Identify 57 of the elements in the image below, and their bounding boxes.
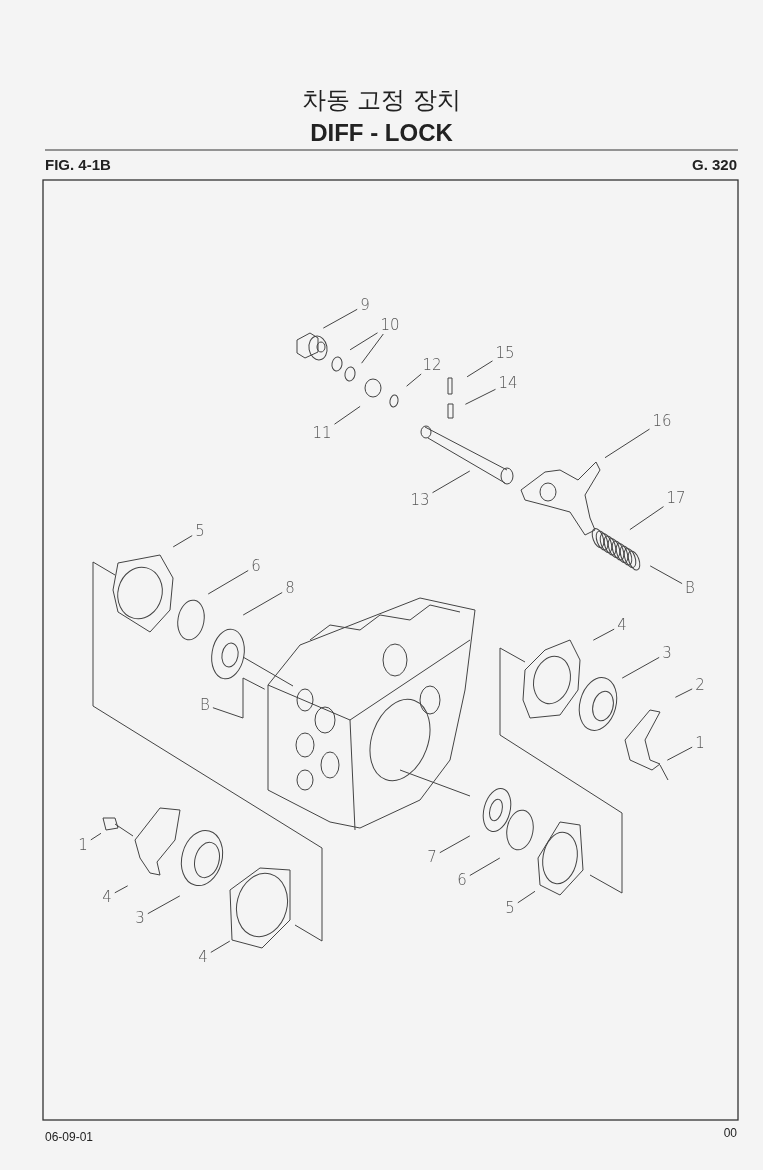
callout-number: 11 — [311, 425, 333, 441]
leader-line — [322, 308, 358, 329]
leader-line — [210, 940, 231, 953]
title-text: 차동 고정 장치 — [301, 85, 462, 116]
callout-number: 4 — [101, 889, 113, 905]
leader-line — [592, 628, 615, 641]
callout-number: 2 — [694, 677, 706, 693]
leader-line — [147, 895, 181, 915]
leader-line — [361, 333, 384, 364]
callout-number: 5 — [504, 900, 516, 916]
callout-number: 12 — [421, 357, 443, 373]
callout-number: 15 — [494, 345, 516, 361]
callout-number: 3 — [134, 910, 146, 926]
callout-number: 1 — [694, 735, 706, 751]
leader-line — [406, 373, 422, 387]
leader-line — [674, 688, 693, 698]
callout-number: 14 — [497, 375, 519, 391]
page-code: G. 320 — [691, 156, 737, 173]
callout-number: 6 — [456, 872, 468, 888]
leader-line — [649, 565, 683, 585]
leader-line — [629, 506, 664, 531]
callout-number: 13 — [409, 492, 431, 508]
date-text: 06-09-01 — [45, 1130, 94, 1144]
callout-number: 8 — [284, 580, 296, 596]
callout-number: 9 — [359, 297, 371, 313]
leader-line — [439, 835, 471, 854]
leader-line — [604, 428, 650, 459]
callout-number: 3 — [661, 645, 673, 661]
heading-text: DIFF - LOCK — [310, 119, 453, 147]
leader-line — [517, 890, 536, 904]
leader-line — [212, 677, 266, 719]
leader-line — [469, 857, 501, 876]
callout-number: 6 — [250, 558, 262, 574]
callout-number: 10 — [379, 317, 401, 333]
leader-line — [432, 470, 471, 494]
leader-line — [334, 405, 361, 425]
callout-number: 4 — [616, 617, 628, 633]
callout-number: 17 — [665, 490, 687, 506]
leader-line — [242, 592, 283, 616]
leader-line — [114, 885, 129, 894]
leader-line — [172, 535, 193, 548]
figure-number: FIG. 4-1B — [45, 156, 111, 173]
callout-number: 16 — [651, 413, 673, 429]
leader-line — [349, 332, 378, 351]
callout-number: 1 — [77, 837, 89, 853]
callout-number: B — [684, 580, 696, 596]
callout-number: 4 — [197, 949, 209, 965]
leader-line — [466, 360, 493, 378]
callout-number: 5 — [194, 523, 206, 539]
callout-number: B — [199, 697, 211, 713]
leader-line — [621, 656, 660, 679]
leader-line — [666, 746, 693, 761]
page-number: 00 — [723, 1126, 737, 1140]
leader-line — [207, 570, 249, 595]
leader-line — [90, 832, 102, 841]
callout-number: 7 — [426, 849, 438, 865]
leader-line — [464, 388, 496, 405]
